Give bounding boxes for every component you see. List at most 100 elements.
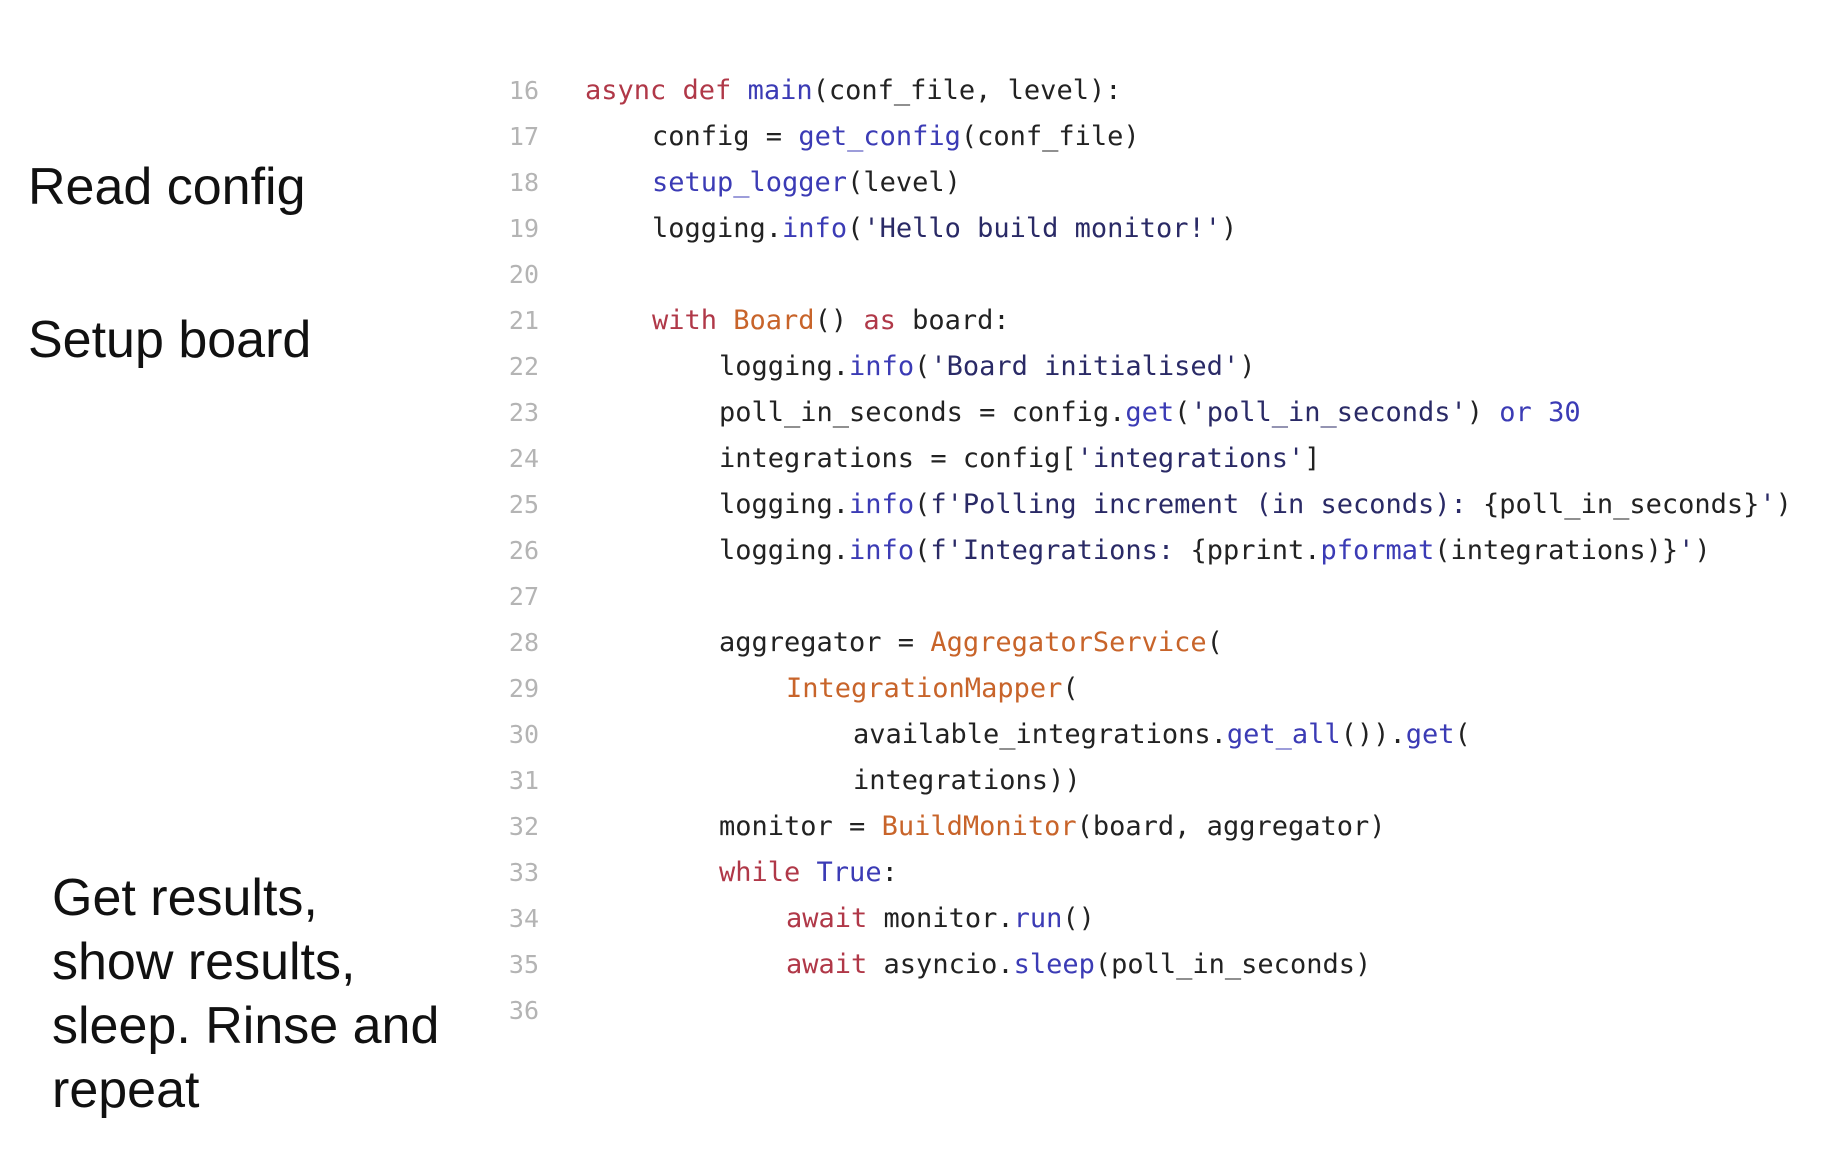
code-token: main xyxy=(747,75,813,106)
code-token: AggregatorService xyxy=(930,627,1207,658)
code-token: BuildMonitor xyxy=(881,811,1077,842)
code-token: get xyxy=(1405,719,1455,750)
code-token: await xyxy=(786,949,884,980)
code-token: info xyxy=(849,351,915,382)
code-token: integrations)) xyxy=(853,765,1081,796)
code-token: ( xyxy=(914,351,931,382)
code-text: poll_in_seconds = config.get('poll_in_se… xyxy=(719,390,1581,436)
code-token: (level) xyxy=(847,167,961,198)
code-token: get xyxy=(1125,397,1175,428)
code-token: aggregator = xyxy=(719,627,931,658)
annotation-loop-description: Get results, show results, sleep. Rinse … xyxy=(52,866,439,1122)
code-token: run xyxy=(1013,903,1063,934)
code-token: 'poll_in_seconds' xyxy=(1190,397,1467,428)
code-token: ( xyxy=(914,535,931,566)
code-token: {pprint. xyxy=(1190,535,1321,566)
line-number: 19 xyxy=(508,214,539,243)
line-number: 27 xyxy=(508,582,539,611)
code-token: integrations = config[ xyxy=(719,443,1077,474)
code-token: ( xyxy=(1174,397,1191,428)
line-number: 20 xyxy=(508,260,539,289)
code-token: monitor = xyxy=(719,811,882,842)
code-text: while True: xyxy=(719,850,898,896)
code-token: (conf_file) xyxy=(960,121,1140,152)
line-number: 22 xyxy=(508,352,539,381)
code-token: ) xyxy=(1694,535,1711,566)
code-token: config = xyxy=(652,121,799,152)
code-token: setup_logger xyxy=(652,167,848,198)
code-token: ) xyxy=(1220,213,1238,244)
line-number: 24 xyxy=(508,444,539,473)
line-number: 26 xyxy=(508,536,539,565)
code-text: integrations)) xyxy=(853,758,1081,804)
code-token: while xyxy=(719,857,817,888)
code-token: sleep xyxy=(1013,949,1095,980)
annotation-line: Read config xyxy=(28,158,306,216)
code-token: info xyxy=(849,489,915,520)
code-token: info xyxy=(849,535,915,566)
code-token: ( xyxy=(1454,719,1471,750)
code-token: def xyxy=(682,75,748,106)
annotation-line: sleep. Rinse and xyxy=(52,997,440,1055)
line-number: 34 xyxy=(508,904,539,933)
code-token: available_integrations. xyxy=(853,719,1227,750)
code-text: await asyncio.sleep(poll_in_seconds) xyxy=(786,942,1371,988)
code-token: f'Polling increment (in seconds): xyxy=(930,489,1484,520)
code-text: integrations = config['integrations'] xyxy=(719,436,1320,482)
annotation-line: Setup board xyxy=(28,311,312,369)
line-number: 18 xyxy=(508,168,539,197)
code-token: await xyxy=(786,903,884,934)
code-token: poll_in_seconds = config. xyxy=(719,397,1126,428)
code-token: ) xyxy=(1775,489,1792,520)
code-token: (board, aggregator) xyxy=(1076,811,1386,842)
code-token: () xyxy=(814,305,864,336)
code-token: logging. xyxy=(719,535,850,566)
code-token: True xyxy=(816,857,882,888)
code-token: info xyxy=(782,213,848,244)
code-token: logging. xyxy=(719,351,850,382)
code-token: IntegrationMapper xyxy=(786,673,1063,704)
line-number: 35 xyxy=(508,950,539,979)
line-number: 30 xyxy=(508,720,539,749)
annotation-line: show results, xyxy=(52,933,356,991)
code-token: 'integrations' xyxy=(1076,443,1305,474)
code-text: available_integrations.get_all()).get( xyxy=(853,712,1471,758)
line-number: 32 xyxy=(508,812,539,841)
code-token: ' xyxy=(1678,535,1695,566)
code-token: 30 xyxy=(1548,397,1581,428)
code-text: aggregator = AggregatorService( xyxy=(719,620,1223,666)
annotation-line: repeat xyxy=(52,1061,200,1119)
code-token: logging. xyxy=(652,213,783,244)
code-text: logging.info(f'Integrations: {pprint.pfo… xyxy=(719,528,1711,574)
code-token: get_all xyxy=(1226,719,1341,750)
code-text: logging.info('Hello build monitor!') xyxy=(652,206,1237,252)
annotation-line: Get results, xyxy=(52,869,318,927)
annotation-read-config: Read config xyxy=(28,155,306,219)
code-token: with xyxy=(652,305,734,336)
code-text: async def main(conf_file, level): xyxy=(585,68,1121,114)
code-top-marker: -- xyxy=(508,82,539,111)
code-token: f'Integrations: xyxy=(930,535,1191,566)
code-token: ( xyxy=(1206,627,1223,658)
code-token: ( xyxy=(914,489,931,520)
line-number: 28 xyxy=(508,628,539,657)
code-token: (integrations)} xyxy=(1434,535,1679,566)
line-number: 31 xyxy=(508,766,539,795)
code-text: config = get_config(conf_file) xyxy=(652,114,1140,160)
code-text: setup_logger(level) xyxy=(652,160,961,206)
code-token: or xyxy=(1499,397,1549,428)
code-token: 'Board initialised' xyxy=(930,351,1240,382)
annotation-setup-board: Setup board xyxy=(28,308,311,372)
line-number: 23 xyxy=(508,398,539,427)
code-token: 'Hello build monitor!' xyxy=(863,213,1221,244)
code-token: {poll_in_seconds} xyxy=(1483,489,1760,520)
code-token: board: xyxy=(912,305,1010,336)
line-number: 16 xyxy=(508,76,539,105)
code-token: ( xyxy=(1062,673,1079,704)
code-token: ) xyxy=(1239,351,1256,382)
code-text: with Board() as board: xyxy=(652,298,1010,344)
code-token: monitor. xyxy=(883,903,1014,934)
code-token: async xyxy=(585,75,683,106)
code-token: ()). xyxy=(1340,719,1406,750)
line-number: 25 xyxy=(508,490,539,519)
